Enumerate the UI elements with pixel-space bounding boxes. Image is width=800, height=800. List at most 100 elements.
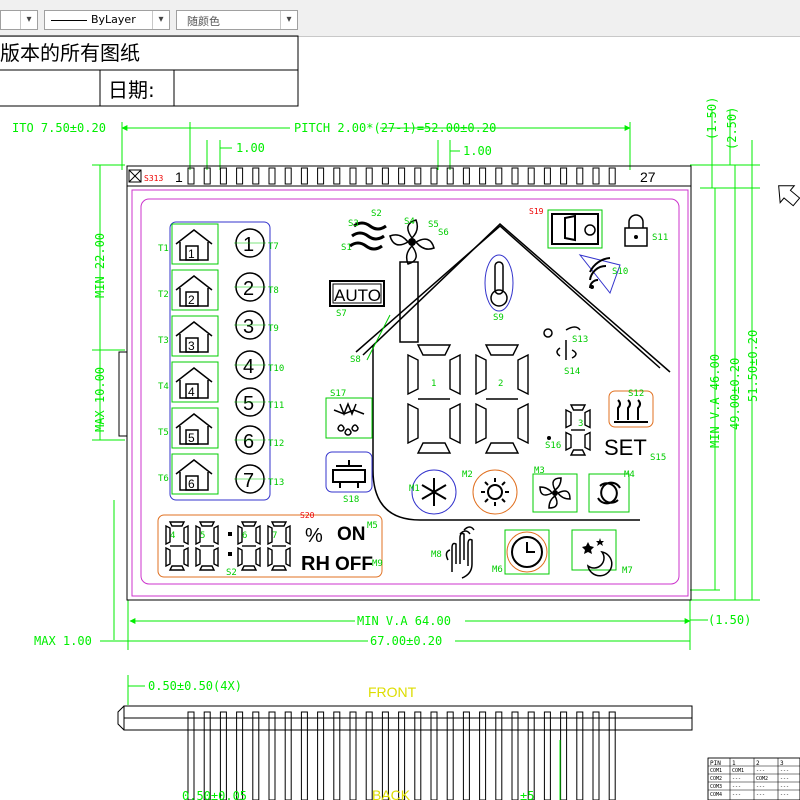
pin-first-label: 1 [175,169,183,185]
table-header: 1 [732,760,736,767]
max-left-dim: MAX 1.00 [34,634,92,648]
bottom-dimensions: MIN V.A 64.00 (1.50) MAX 1.00 67.00±0.20 [34,600,751,650]
table-cell: COM1 [732,768,744,774]
side-leg [317,711,325,800]
auto-label: AUTO [334,286,381,305]
room-number: 2 [188,293,195,307]
digit-segment [198,521,216,527]
door-icon-group: S19 [529,207,603,249]
zone-digit: 4 [243,356,254,378]
room-number: 1 [188,247,195,261]
chevron-down-icon: ▾ [280,11,297,29]
pin-tooth [317,167,325,185]
t-label-right: T13 [268,478,284,488]
linetype-label: ByLayer [91,13,136,26]
zone-number-circle: 7 T13 [234,464,284,494]
t-label-right: T12 [268,439,284,449]
t-label-right: T8 [268,286,279,296]
side-view: FRONT 0.50±0.50(4X) 0.50±0.05 BACK ±5 [117,675,693,800]
pin-bottom-dim: 0.50±0.05 [182,789,247,800]
digit-segment [195,524,201,546]
mini-digit-label: 6 [242,531,247,541]
label-s5: S5 [428,220,439,230]
pin-tooth [365,167,373,185]
table-cell: --- [780,776,789,782]
panel-border [131,189,689,597]
layer-select[interactable]: ▾ [0,10,38,30]
room-number: 5 [188,431,195,445]
fan-bar [399,261,419,343]
table-cell: --- [780,768,789,774]
direction-arrow-icon [778,185,800,207]
va-height-dim: MIN V.A 46.00 [708,354,722,448]
side-leg [608,711,616,800]
mini-digit [165,521,189,571]
pin-tooth [203,167,211,185]
color-select[interactable]: 随颜色 ▾ [176,10,298,30]
digit-segment [165,546,171,568]
digit-segment [407,402,419,445]
pin-tooth [381,167,389,185]
table-header: 2 [756,760,760,767]
max-height-dim: MAX 10.00 [93,367,107,432]
line-sample [51,20,87,21]
sun-icon [487,484,503,500]
table-cell: --- [732,792,741,798]
table-cell: --- [780,784,789,790]
table-cell: --- [756,792,765,798]
digit-segment [416,344,452,356]
pin-tooth [479,167,487,185]
digit-segment [484,442,520,454]
chevron-down-icon: ▾ [20,11,37,29]
digit-segment [168,565,186,571]
pin-tag-left: S313 [144,174,163,183]
pin-tooth [495,167,503,185]
top-dimensions: ITO 7.50±0.20 PITCH 2.00*(27-1)=52.00±0.… [12,121,631,170]
pin-gap-left: 1.00 [236,141,265,155]
t-label-right: T9 [268,324,279,334]
label-m5: M5 [367,521,378,531]
date-label: 日期: [108,78,155,102]
pin1-marker-icon [128,169,142,183]
digit-segment [165,524,171,546]
digit-segment [565,408,572,429]
digit-segment [517,353,529,396]
label-m2: M2 [462,470,473,480]
side-leg [527,711,535,800]
zone-digit: 6 [243,431,254,453]
pin-tooth [236,167,244,185]
front-label: FRONT [368,684,417,700]
pin-tooth [543,167,551,185]
pin-tooth [430,167,438,185]
mini-digit-label: 4 [170,531,175,541]
side-leg [398,711,406,800]
t-label-right: T11 [268,401,284,411]
digit-segment [237,546,243,568]
right-offset-1: (1.50) [705,97,719,140]
hand-icon-group: M8 [431,526,475,579]
side-leg [462,711,470,800]
pin-tooth [268,167,276,185]
zone-digit: 7 [243,470,254,492]
height-51-dim: 51.50±0.20 [746,330,760,402]
height-49-dim: 49.00±0.20 [728,358,742,430]
t-label-left: T3 [158,336,169,346]
label-s7: S7 [336,309,347,319]
table-cell: COM4 [710,792,722,798]
zone-number-circle: 6 T12 [234,425,284,455]
table-cell: --- [756,784,765,790]
side-leg [268,711,276,800]
table-cell: --- [756,768,765,774]
mini-digit [237,521,261,571]
linetype-select[interactable]: ByLayer ▾ [44,10,170,30]
decimal-dot [547,436,551,440]
zone-room-icon: 6T6 [158,453,219,495]
rh-label: RH [301,553,330,575]
side-leg [592,711,600,800]
wave-icon [349,221,387,251]
